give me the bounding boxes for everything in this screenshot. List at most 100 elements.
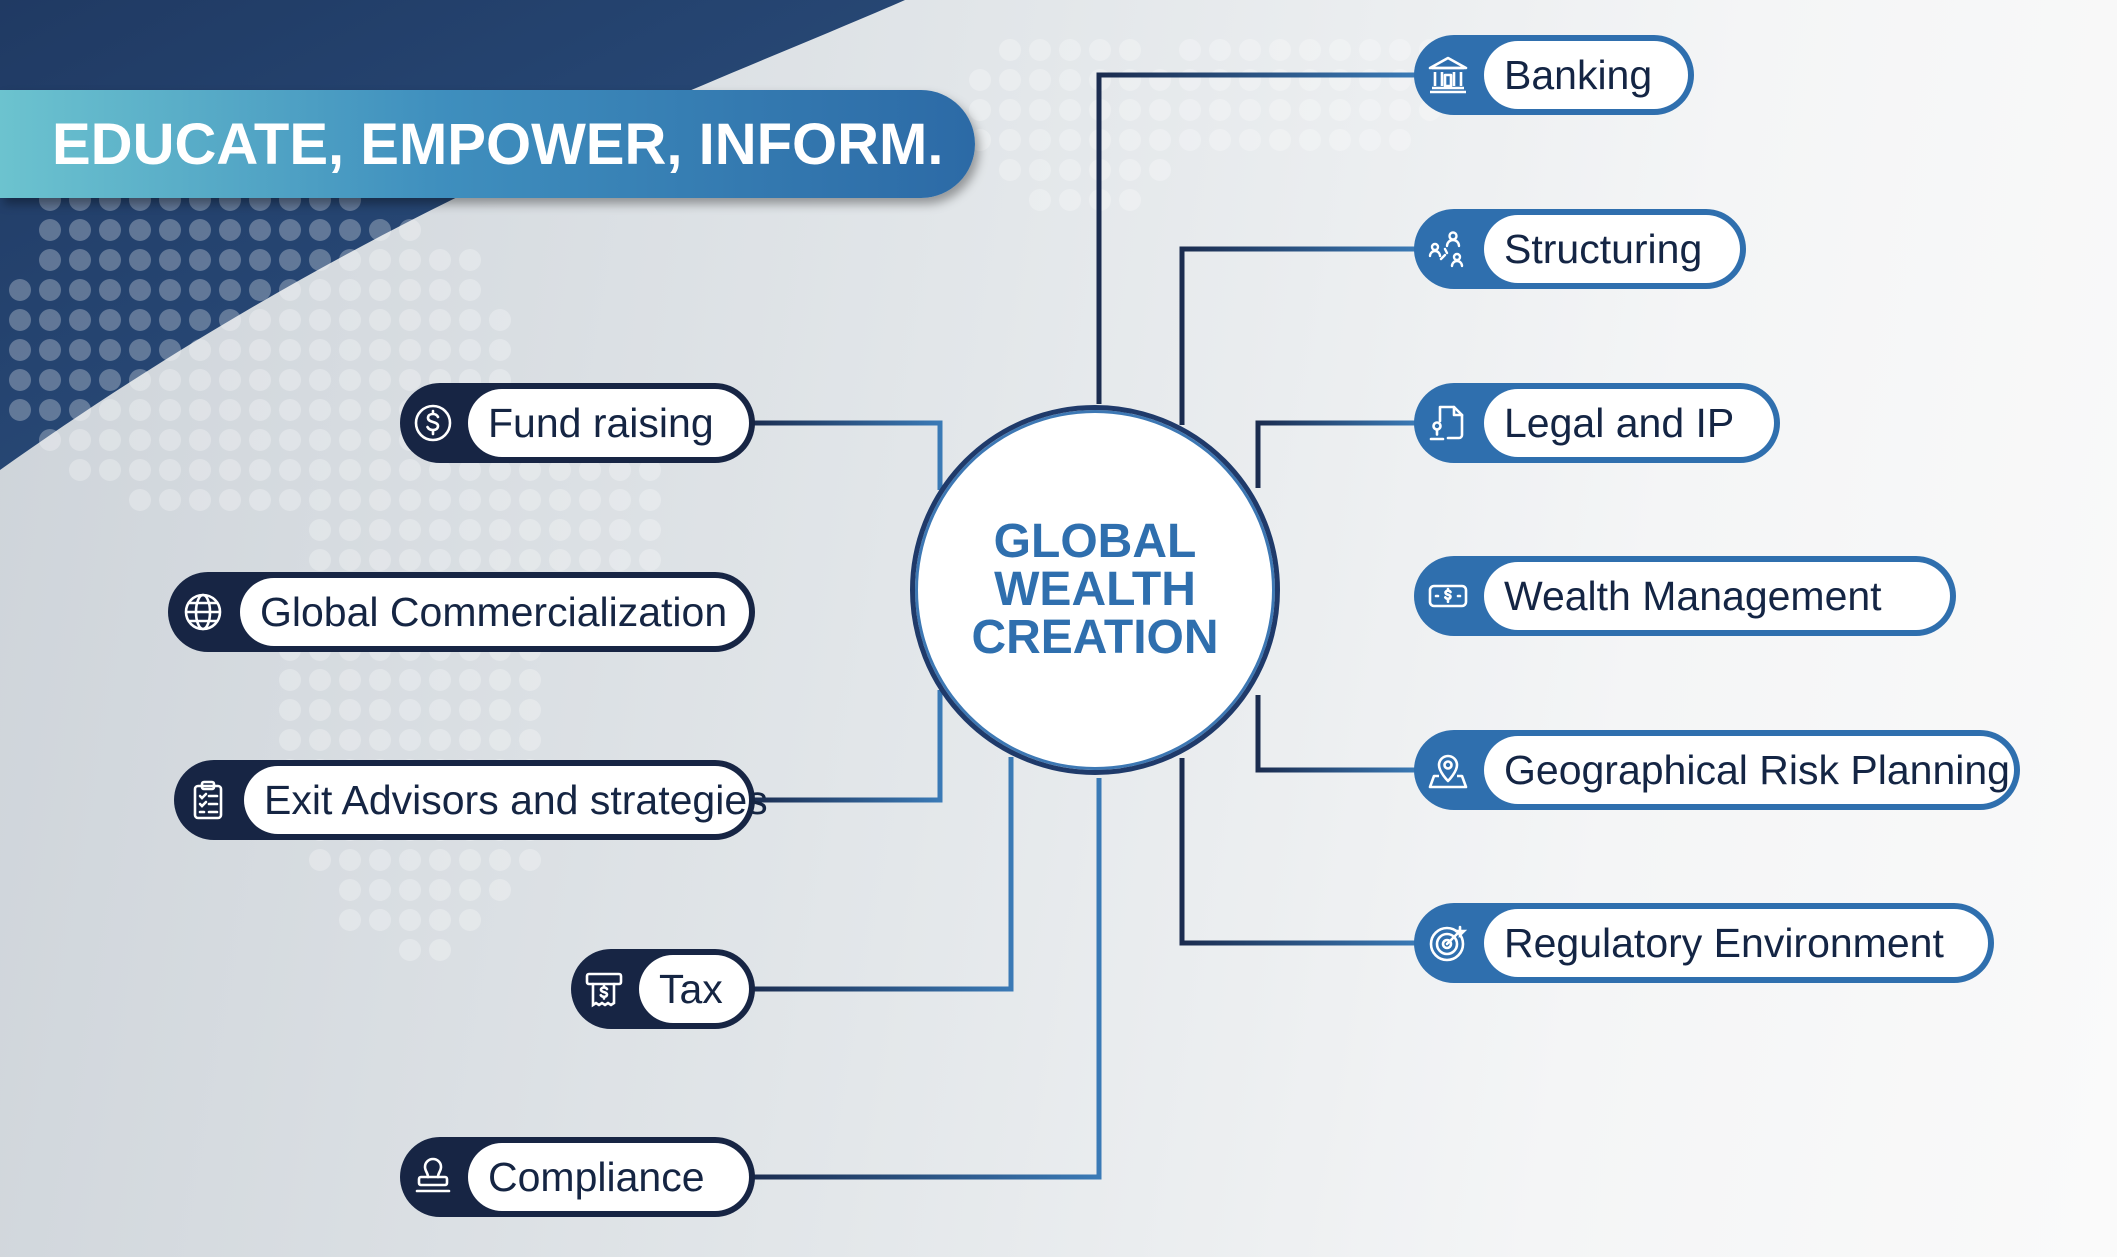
dot	[1299, 39, 1321, 61]
dot	[1329, 129, 1351, 151]
dot	[249, 279, 271, 301]
dot	[429, 939, 451, 961]
node-label: Tax	[659, 965, 723, 1012]
dot	[1119, 159, 1141, 181]
dot	[309, 279, 331, 301]
dot	[489, 879, 511, 901]
dot	[339, 459, 361, 481]
dot	[369, 879, 391, 901]
dot	[399, 279, 421, 301]
dot	[549, 549, 571, 571]
dot	[129, 429, 151, 451]
dot	[399, 459, 421, 481]
dot	[399, 729, 421, 751]
dot	[219, 279, 241, 301]
dot	[39, 429, 61, 451]
dot	[1359, 129, 1381, 151]
dot	[279, 699, 301, 721]
dot	[309, 309, 331, 331]
dot	[429, 699, 451, 721]
dot	[459, 879, 481, 901]
node-banking: Banking	[1414, 35, 1694, 115]
dot	[129, 249, 151, 271]
dot	[219, 339, 241, 361]
dot	[549, 519, 571, 541]
dot	[249, 219, 271, 241]
dot	[369, 729, 391, 751]
dot	[429, 879, 451, 901]
dot	[279, 279, 301, 301]
dot	[189, 279, 211, 301]
dot	[249, 309, 271, 331]
center-line-3: CREATION	[971, 611, 1219, 664]
dot	[399, 519, 421, 541]
dot	[219, 309, 241, 331]
dot	[39, 279, 61, 301]
dot	[1029, 99, 1051, 121]
dot	[1389, 39, 1411, 61]
dot	[1239, 129, 1261, 151]
dot	[489, 699, 511, 721]
dot	[1119, 39, 1141, 61]
dot	[999, 159, 1021, 181]
dot	[639, 459, 661, 481]
dot	[489, 489, 511, 511]
dot	[1029, 69, 1051, 91]
dot	[249, 249, 271, 271]
dot	[339, 849, 361, 871]
dot	[399, 909, 421, 931]
dot	[459, 519, 481, 541]
dot	[339, 669, 361, 691]
dot	[1029, 129, 1051, 151]
tax-receipt-icon	[571, 949, 637, 1029]
dot	[279, 339, 301, 361]
dot	[99, 219, 121, 241]
dot	[189, 249, 211, 271]
dot	[309, 339, 331, 361]
dot	[69, 369, 91, 391]
dot	[309, 489, 331, 511]
connector-structuring	[1179, 246, 1416, 425]
dot	[339, 309, 361, 331]
dot	[369, 369, 391, 391]
legal-document-icon	[1414, 383, 1482, 463]
dot	[189, 219, 211, 241]
dot	[399, 669, 421, 691]
dot	[1119, 99, 1141, 121]
dot	[159, 369, 181, 391]
dot	[339, 519, 361, 541]
dot	[339, 909, 361, 931]
node-label: Compliance	[488, 1153, 705, 1200]
dot	[639, 549, 661, 571]
dot	[279, 309, 301, 331]
dot	[1209, 99, 1231, 121]
dot	[399, 369, 421, 391]
dot	[399, 879, 421, 901]
dot	[249, 339, 271, 361]
dot	[609, 519, 631, 541]
dot	[519, 669, 541, 691]
dot	[309, 519, 331, 541]
dot	[309, 549, 331, 571]
dot	[429, 249, 451, 271]
dot	[219, 489, 241, 511]
dot	[1299, 129, 1321, 151]
banner-text: EDUCATE, EMPOWER, INFORM.	[52, 111, 944, 177]
dot	[429, 519, 451, 541]
dot	[369, 339, 391, 361]
dot	[999, 39, 1021, 61]
dot	[1059, 129, 1081, 151]
node-global-commercialization: Global Commercialization	[168, 572, 755, 652]
dot	[459, 909, 481, 931]
dot	[189, 489, 211, 511]
clipboard-checklist-icon	[174, 760, 242, 840]
dot	[459, 309, 481, 331]
dot	[309, 219, 331, 241]
dot	[129, 369, 151, 391]
dot	[189, 369, 211, 391]
dollar-coin-icon	[400, 383, 466, 463]
center-line-1: GLOBAL	[993, 515, 1197, 568]
node-label: Regulatory Environment	[1504, 919, 1944, 966]
dot	[1149, 99, 1171, 121]
